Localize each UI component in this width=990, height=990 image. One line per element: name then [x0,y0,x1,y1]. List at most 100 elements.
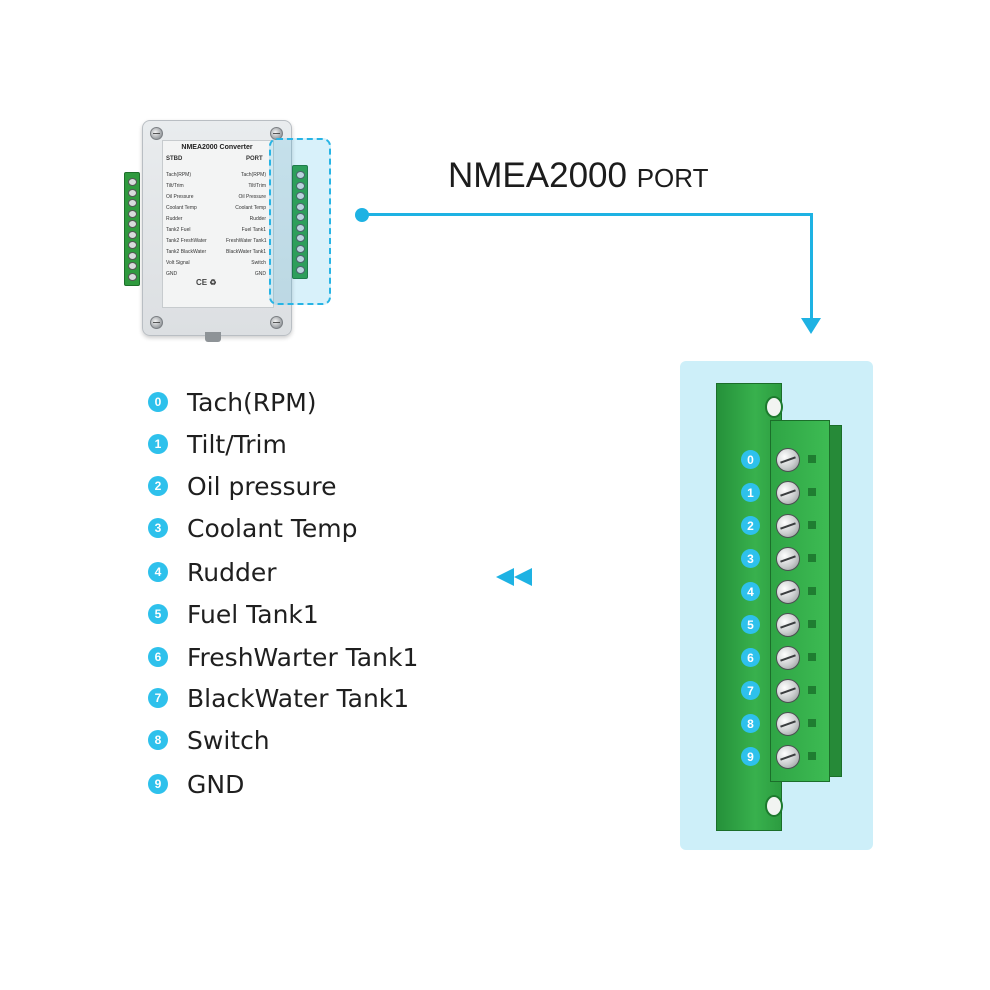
pin-number-badge: 7 [148,688,168,708]
port-title-suffix: PORT [636,163,709,193]
terminal-screw-icon [776,580,800,604]
device-left-label: Oil Pressure [166,194,194,200]
device-left-label: Tach(RPM) [166,172,192,178]
terminal-number-badge: 4 [741,582,760,601]
pin-label: Tach(RPM) [187,387,317,417]
mini-terminal-pin [128,272,137,281]
terminal-screw-icon [776,712,800,736]
device-left-label: Tilt/Trim [166,183,184,189]
mini-terminal-pin [296,192,305,200]
mini-terminal-pin [296,234,305,242]
pin-label: GND [187,769,245,799]
down-arrow-icon [801,318,821,334]
screw-icon [270,316,283,329]
double-left-arrow-icon [496,568,532,586]
mini-terminal-pin [296,213,305,221]
wire-slot [808,554,816,562]
pin-label: Coolant Temp [187,513,358,543]
device-left-label: Coolant Temp [166,205,197,211]
terminal-number-badge: 9 [741,747,760,766]
terminal-screw-icon [776,646,800,670]
device-right-label: Switch [251,260,266,266]
pin-number-badge: 9 [148,774,168,794]
screw-icon [150,127,163,140]
mounting-hole [765,795,783,817]
mini-terminal-pin [128,262,137,270]
device-left-label: Volt Signal [166,260,190,266]
pin-number-badge: 6 [148,647,168,667]
pin-label: Tilt/Trim [187,429,287,459]
terminal-screw-icon [776,745,800,769]
wire-slot [808,587,816,595]
mini-terminal-pin [296,181,305,190]
terminal-number-badge: 5 [741,615,760,634]
terminal-screw-icon [776,679,800,703]
port-title-main: NMEA2000 [448,156,627,195]
wire-slot [808,488,816,496]
mini-terminal-pin [128,199,137,207]
mini-terminal-pin [296,255,305,263]
pin-label: Switch [187,725,270,755]
device-right-label: Coolant Temp [235,205,266,211]
pin-list-item: 5 Fuel Tank1 [148,599,319,629]
terminal-number-badge: 8 [741,714,760,733]
device-label-plate [162,140,274,308]
device-left-label: Rudder [166,216,183,222]
ce-recycle-marks: CE ♻ [196,278,217,287]
terminal-screw-icon [776,481,800,505]
pin-list-item: 9 GND [148,769,244,799]
terminal-number-badge: 6 [741,648,760,667]
device-right-label: Tilt/Trim [248,183,266,189]
pin-number-badge: 4 [148,562,168,582]
pin-list-item: 3 Coolant Temp [148,513,358,543]
terminal-number-badge: 1 [741,483,760,502]
mini-terminal-pin [296,223,305,232]
pin-list-item: 8 Switch [148,725,270,755]
device-right-label: FreshWater Tank1 [226,238,267,244]
device-right-label: BlackWater Tank1 [226,249,267,255]
terminal-number-badge: 0 [741,450,760,469]
terminal-screw-icon [776,514,800,538]
mini-terminal-pin [128,230,137,239]
mini-terminal-pin [128,251,137,260]
pin-label: FreshWarter Tank1 [187,642,419,672]
mini-terminal-pin [128,178,137,186]
mini-terminal-pin [128,209,137,218]
left-mini-terminal [124,172,140,286]
pin-number-badge: 3 [148,518,168,538]
pin-list-item: 1 Tilt/Trim [148,429,287,459]
pin-number-badge: 8 [148,730,168,750]
terminal-number-badge: 2 [741,516,760,535]
terminal-number-badge: 3 [741,549,760,568]
port-title: NMEA2000 PORT [448,156,708,196]
wire-slot [808,719,816,727]
mini-terminal-pin [128,241,137,249]
terminal-number-badge: 7 [741,681,760,700]
mini-terminal-pin [296,265,305,274]
pin-list-item: 2 Oil pressure [148,471,337,501]
device-right-label: Tach(RPM) [240,172,266,178]
device-right-header: PORT [246,156,263,162]
connector-line-vertical [810,213,813,321]
wire-slot [808,653,816,661]
port-highlight-box [269,138,331,305]
right-mini-terminal [292,165,308,279]
device-right-label: Oil Pressure [238,194,266,200]
pin-list-item: 0 Tach(RPM) [148,387,317,417]
wire-slot [808,752,816,760]
device-left-label: GND [166,271,178,277]
pin-label: Fuel Tank1 [187,599,319,629]
device-right-label: GND [254,271,266,277]
pin-number-badge: 0 [148,392,168,412]
mini-terminal-pin [128,220,137,228]
pin-number-badge: 1 [148,434,168,454]
terminal-screw-icon [776,613,800,637]
wire-slot [808,455,816,463]
screw-icon [150,316,163,329]
device-left-header: STBD [166,156,183,162]
terminal-screw-icon [776,547,800,571]
pin-number-badge: 2 [148,476,168,496]
wire-slot [808,521,816,529]
pin-number-badge: 5 [148,604,168,624]
pin-list-item: 7 BlackWater Tank1 [148,683,409,713]
